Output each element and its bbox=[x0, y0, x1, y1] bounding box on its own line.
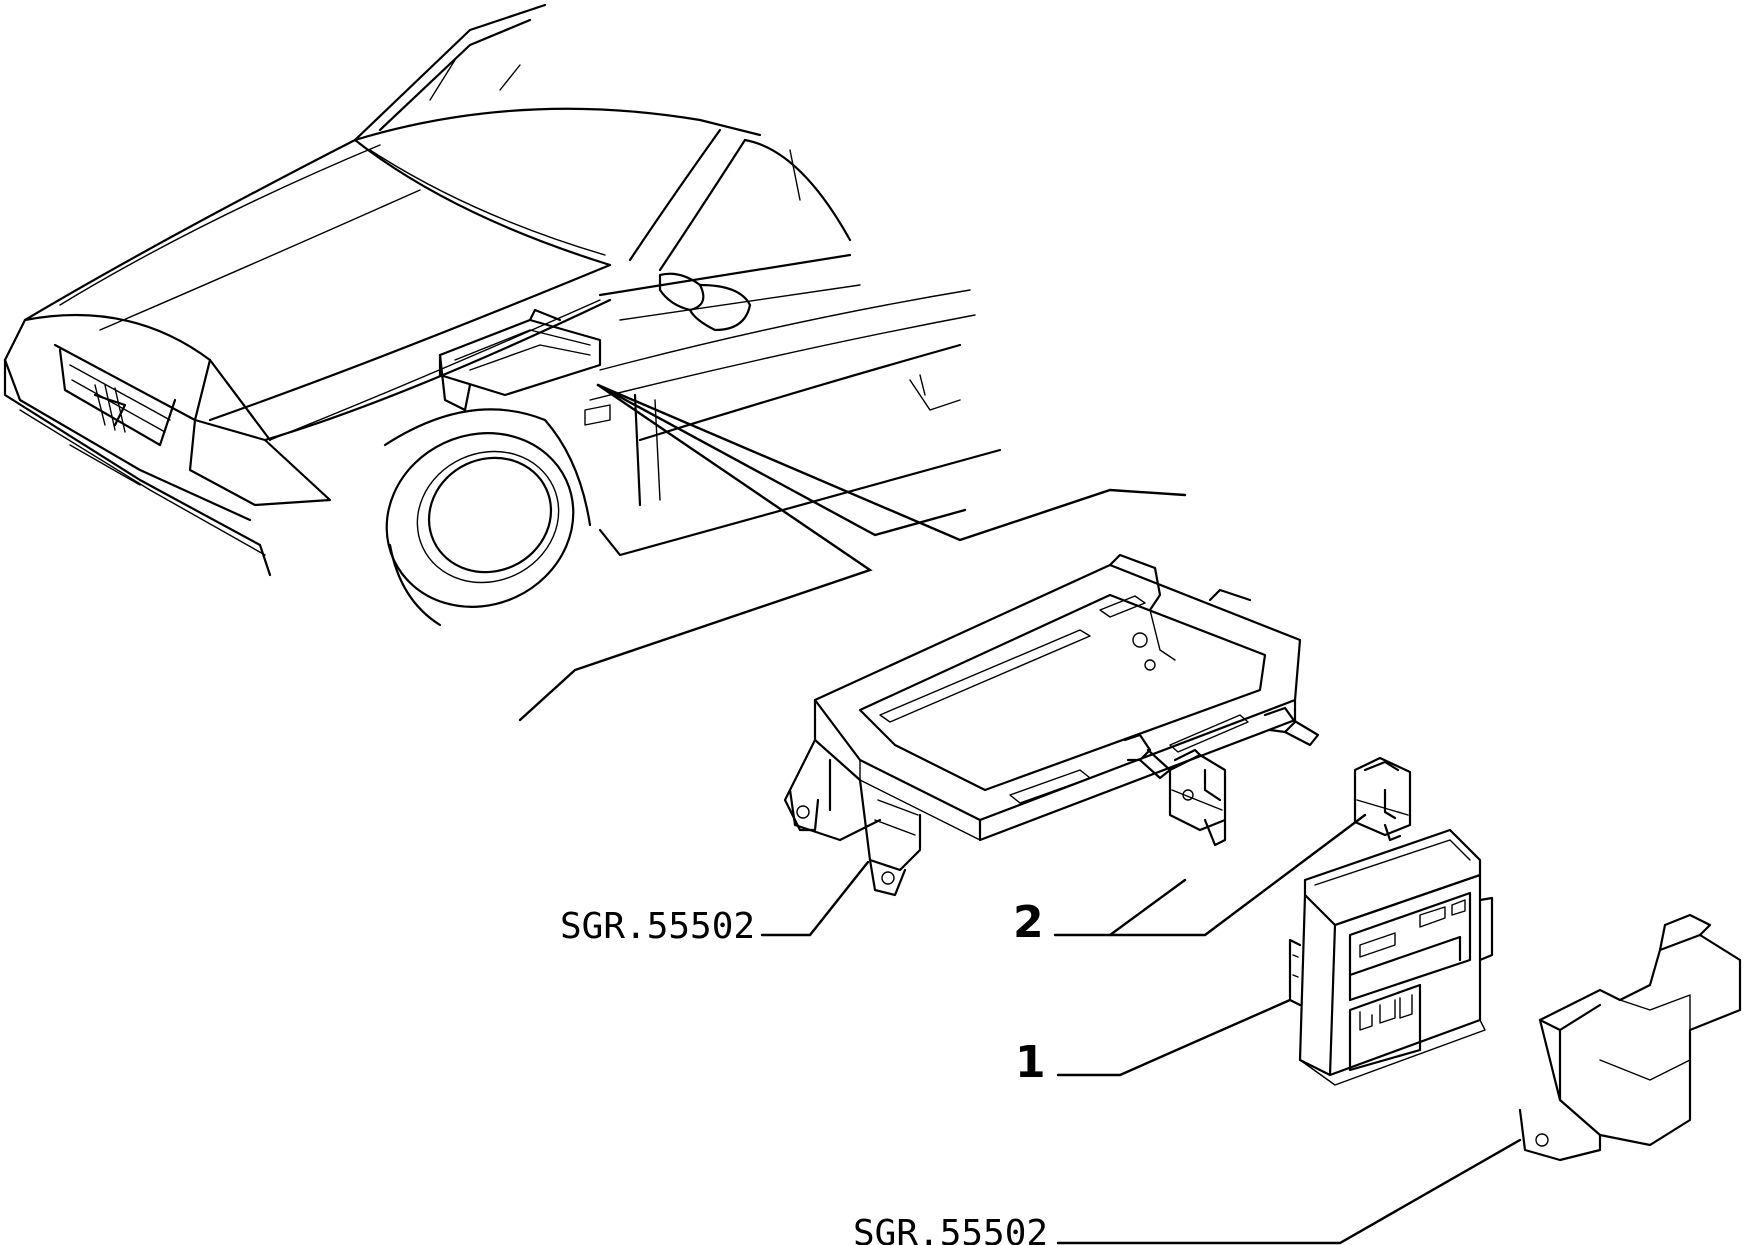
item-2-label: 2 bbox=[1013, 897, 1044, 948]
leader-ref-bracket bbox=[760, 860, 870, 937]
explode-guide-lines bbox=[518, 383, 1187, 722]
ref-bracket-label: SGR.55502 bbox=[560, 906, 755, 947]
ref-cover-label: SGR.55502 bbox=[853, 1213, 1048, 1245]
mounting-bracket bbox=[783, 553, 1320, 897]
car-illustration bbox=[3, 3, 1002, 627]
bracket-location-on-car bbox=[438, 308, 602, 412]
leader-item2 bbox=[1053, 878, 1187, 937]
leader-item2b bbox=[1108, 813, 1367, 937]
clip-right bbox=[1353, 756, 1412, 842]
leader-ref-cover bbox=[1056, 1138, 1522, 1245]
control-unit bbox=[1288, 828, 1494, 1086]
leader-lines bbox=[760, 813, 1522, 1245]
protective-cover bbox=[1518, 913, 1742, 1162]
leader-item1 bbox=[1056, 998, 1292, 1077]
item-1-label: 1 bbox=[1015, 1037, 1046, 1088]
clip-left bbox=[1168, 748, 1227, 847]
